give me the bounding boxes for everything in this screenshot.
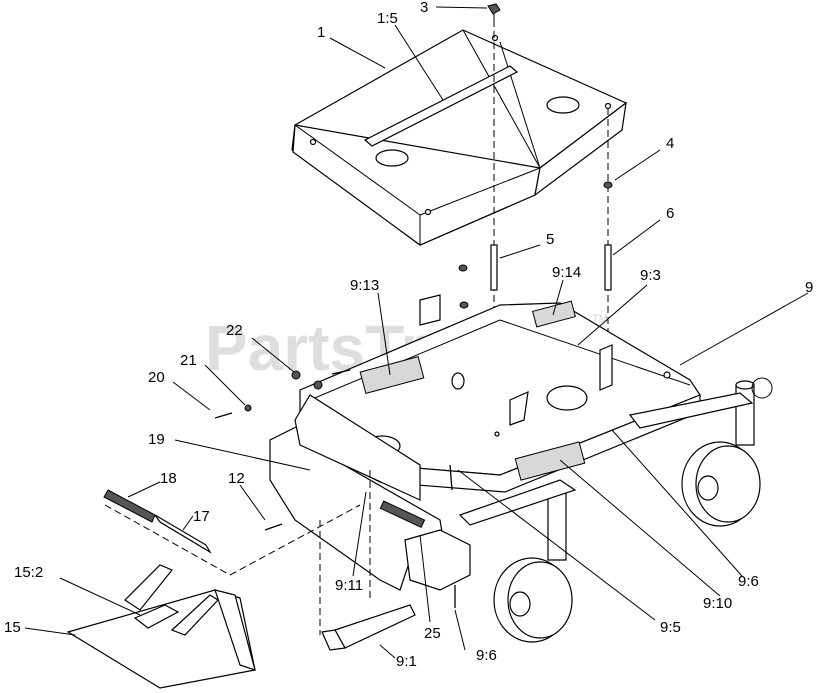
bolts [214, 264, 469, 608]
callout-9-3: 9:3 [640, 267, 661, 284]
callout-1-5: 1:5 [377, 10, 398, 27]
discharge-chute [66, 564, 256, 689]
deck-cover [291, 29, 628, 246]
callout-19: 19 [148, 431, 165, 448]
callout-5: 5 [546, 231, 554, 248]
callout-15: 15 [4, 619, 21, 636]
callout-9: 9 [805, 279, 813, 296]
callout-9-6-right: 9:6 [738, 573, 759, 590]
callout-6: 6 [666, 205, 674, 222]
callout-21: 21 [180, 352, 197, 369]
caster-wheel-left [458, 479, 577, 643]
callout-3: 3 [420, 0, 428, 16]
callout-4: 4 [666, 135, 674, 152]
callout-12: 12 [228, 470, 245, 487]
callout-25: 25 [424, 625, 441, 642]
assembly-lines [104, 470, 371, 635]
callout-9-1: 9:1 [396, 653, 417, 670]
mount-hardware [490, 20, 613, 360]
callout-9-11: 9:11 [335, 577, 363, 594]
leader-lines [24, 6, 809, 659]
callout-20: 20 [148, 369, 165, 386]
callout-17: 17 [193, 508, 210, 525]
callout-labels: 1 1:5 3 4 5 6 9 9:14 9:3 9:13 22 21 20 1… [4, 0, 813, 670]
callout-9-14: 9:14 [552, 264, 581, 281]
callout-9-13: 9:13 [350, 277, 379, 294]
callout-9-10: 9:10 [703, 595, 732, 612]
chute-rod-spring [103, 489, 212, 554]
callout-18: 18 [160, 470, 177, 487]
knob [487, 3, 501, 20]
callout-22: 22 [226, 322, 243, 339]
caster-wheel-right [628, 377, 773, 527]
chute-bracket [321, 604, 416, 651]
callout-1: 1 [317, 24, 325, 41]
callout-9-5: 9:5 [660, 619, 681, 636]
callout-9-6-lower: 9:6 [476, 647, 497, 664]
callout-15-2: 15:2 [14, 564, 43, 581]
